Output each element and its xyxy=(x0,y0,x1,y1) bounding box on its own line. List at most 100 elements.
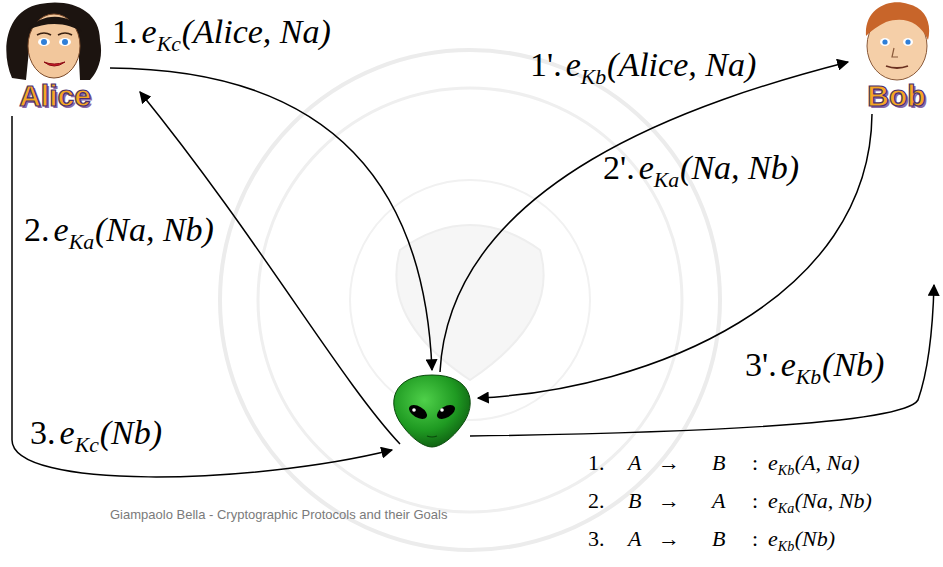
alice-fringe xyxy=(28,17,82,32)
message-label: 2'.eKa(Na, Nb) xyxy=(603,148,799,187)
footer-text: Giampaolo Bella - Cryptographic Protocol… xyxy=(110,508,447,523)
symbol: : xyxy=(752,526,758,551)
formula-text: (Alice, Na) xyxy=(607,46,756,83)
receiver: B xyxy=(712,450,725,475)
formula-text: A xyxy=(628,526,641,551)
alien-eye xyxy=(407,402,430,422)
key-subscript: Kb xyxy=(778,538,794,554)
arrow-symbol: → xyxy=(658,526,680,551)
seal-emblem xyxy=(396,225,543,380)
formula-text: e xyxy=(60,414,75,451)
key-subscript: Ka xyxy=(654,168,679,193)
formula-text: (A, Na) xyxy=(795,450,860,475)
message-label: 1'.eKb(Alice, Na) xyxy=(530,45,756,84)
alien-eye-glint xyxy=(440,408,444,412)
step-number: 1. xyxy=(112,13,138,50)
formula-text: (Nb) xyxy=(822,346,884,383)
message-arrow xyxy=(478,114,872,398)
alice-lips xyxy=(44,62,65,66)
message-label: 3'.eKb(Nb) xyxy=(745,345,884,384)
arrow-symbol: → xyxy=(658,450,680,475)
seal-ring xyxy=(350,180,590,420)
formula-text: A xyxy=(712,488,725,513)
colon: : xyxy=(752,450,758,475)
formula-text: e xyxy=(54,211,69,248)
bob-nose xyxy=(892,48,898,57)
colon: : xyxy=(752,488,758,513)
person-node: Bob xyxy=(852,80,941,112)
message-arrow xyxy=(440,62,848,372)
message-label: 3.eKc(Nb) xyxy=(30,413,162,452)
bob-face xyxy=(866,2,929,80)
alice-iris xyxy=(41,39,47,45)
bob-eye xyxy=(880,38,890,46)
alice-eye xyxy=(59,38,71,46)
formula-text: e xyxy=(566,46,581,83)
symbol: : xyxy=(752,450,758,475)
formula-text: (Na, Nb) xyxy=(95,211,214,248)
message-arrow xyxy=(140,92,400,444)
key-subscript: Ka xyxy=(778,500,794,516)
sender: A xyxy=(628,526,641,551)
step-number: 2. xyxy=(588,488,607,513)
step-number: 3'. xyxy=(745,346,777,383)
message-arrow xyxy=(470,285,934,436)
step-number: 1'. xyxy=(530,46,562,83)
formula-text: B xyxy=(628,488,641,513)
formula-text: e xyxy=(768,526,778,551)
person-name: Bob xyxy=(867,80,925,112)
message-formula: eKb(Nb) xyxy=(768,526,835,551)
step-number: 3. xyxy=(588,526,605,551)
colon: : xyxy=(752,526,758,551)
alice-brows xyxy=(37,33,72,35)
arrow-symbol: → xyxy=(658,488,680,513)
formula-text: B xyxy=(712,450,725,475)
message-formula: eKb(A, Na) xyxy=(768,450,860,475)
symbol: → xyxy=(658,526,680,551)
sender: A xyxy=(628,450,641,475)
symbol: → xyxy=(658,488,680,513)
alien-intruder xyxy=(394,375,470,447)
formula-text: (Nb) xyxy=(100,414,162,451)
formula-text: e xyxy=(768,450,778,475)
message-label: 2.eKa(Na, Nb) xyxy=(24,210,214,249)
formula-text: B xyxy=(712,526,725,551)
person-node: Alice xyxy=(2,80,108,112)
bob-mouth xyxy=(886,66,908,68)
key-subscript: Ka xyxy=(69,230,94,255)
step-number: 2. xyxy=(588,488,605,513)
formula-text: (Alice, Na) xyxy=(182,13,331,50)
formula-text: (Na, Nb) xyxy=(680,149,799,186)
receiver: B xyxy=(712,526,725,551)
person-name: Alice xyxy=(19,80,91,112)
alice-eye xyxy=(38,38,50,46)
key-subscript: Kb xyxy=(796,365,821,390)
message-formula: eKa(Na, Nb) xyxy=(768,488,872,513)
bob-hair xyxy=(866,2,929,40)
footer-text: Giampaolo Bella - Cryptographic Protocol… xyxy=(110,507,447,522)
alien-eye-glint xyxy=(412,408,416,412)
key-subscript: Kb xyxy=(778,462,794,478)
seal-ring xyxy=(220,50,720,550)
formula-text: e xyxy=(142,13,157,50)
step-number: 3. xyxy=(588,526,607,551)
formula-text: (Nb) xyxy=(795,526,835,551)
bob-iris xyxy=(882,39,887,44)
step-number: 2. xyxy=(24,211,50,248)
alien-head xyxy=(394,375,470,447)
formula-text: e xyxy=(768,488,778,513)
symbol: → xyxy=(658,450,680,475)
alien-eye xyxy=(435,402,458,422)
step-number: 1. xyxy=(588,450,607,475)
formula-text: e xyxy=(639,149,654,186)
alice-iris xyxy=(62,39,68,45)
key-subscript: Kb xyxy=(581,65,606,90)
alien-mouth xyxy=(427,436,437,437)
step-number: 3. xyxy=(30,414,56,451)
message-label: 1.eKc(Alice, Na) xyxy=(112,12,331,51)
step-number: 2'. xyxy=(603,149,635,186)
